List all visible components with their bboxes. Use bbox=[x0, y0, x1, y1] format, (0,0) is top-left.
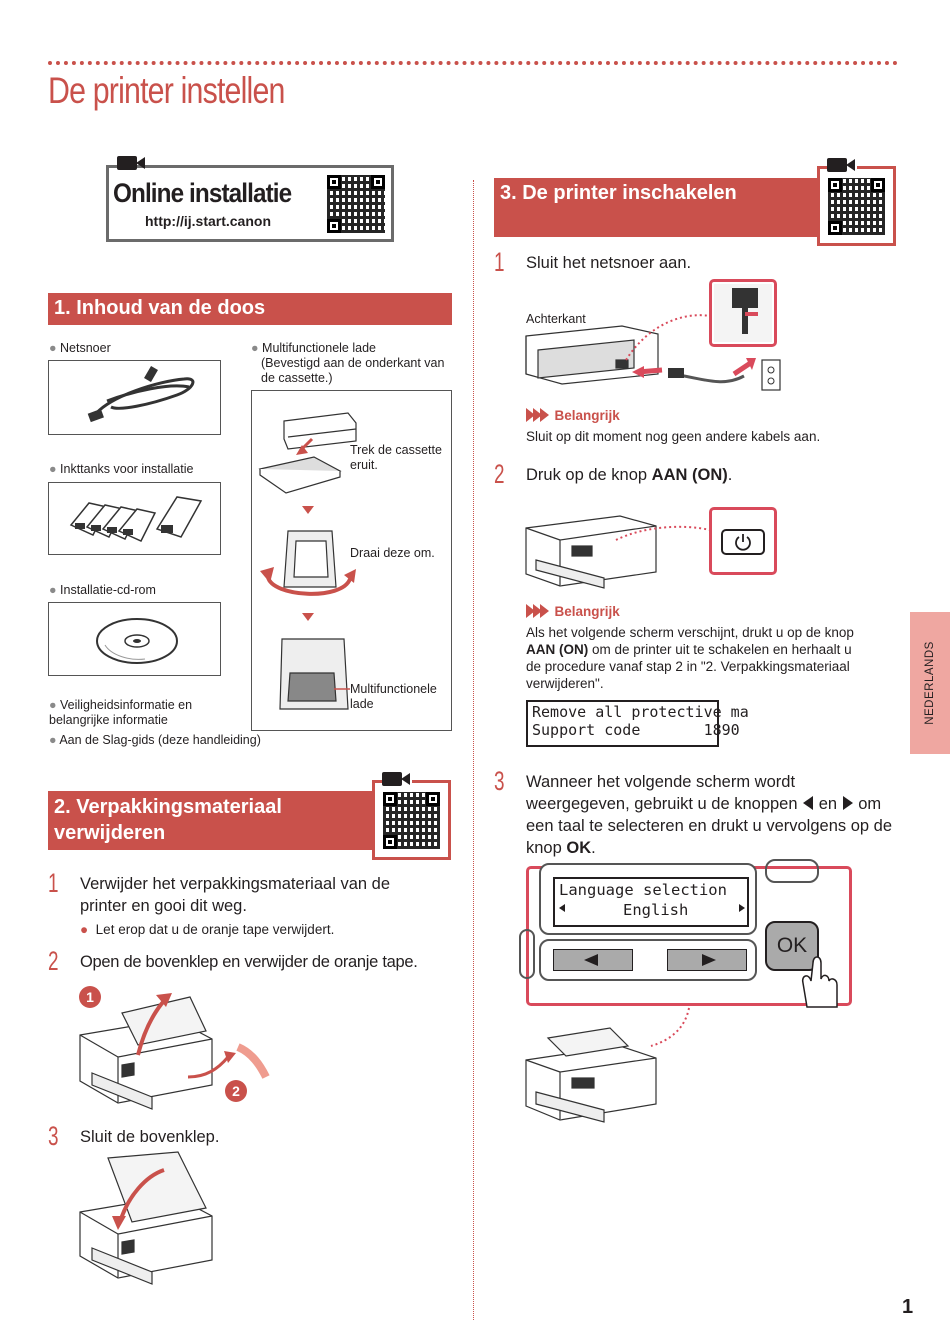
item-lade-note: (Bevestigd aan de onderkant van de casse… bbox=[261, 356, 445, 385]
panel-lcd-frame bbox=[539, 863, 757, 935]
online-install-title: Online installatie bbox=[113, 178, 292, 208]
online-install-box bbox=[106, 165, 394, 242]
power-cord-connect-illustration bbox=[522, 278, 786, 398]
cassette-draai-label: Draai deze om. bbox=[350, 546, 435, 560]
power-cord-illustration bbox=[87, 365, 195, 423]
callout-1: 1 bbox=[86, 989, 94, 1005]
page-title: De printer instellen bbox=[48, 70, 285, 111]
open-cover-illustration: 1 2 bbox=[78, 985, 278, 1110]
close-cover-illustration bbox=[78, 1151, 218, 1287]
video-camera-icon bbox=[382, 770, 412, 788]
cd-icon bbox=[96, 618, 178, 664]
power-button[interactable] bbox=[721, 529, 765, 555]
section-3-step-3-number: 3 bbox=[494, 766, 505, 796]
item-lade: ● Multifunctionele lade bbox=[251, 341, 376, 355]
left-arrow-icon bbox=[803, 796, 814, 810]
netsnoer-image-box bbox=[48, 360, 221, 435]
section-1-title: 1. Inhoud van de doos bbox=[54, 297, 266, 319]
cassette-steps-box bbox=[251, 390, 452, 731]
cassette-multi-label: Multifunctionele lade bbox=[350, 682, 437, 711]
important-text-2: Als het volgende scherm verschijnt, druk… bbox=[526, 625, 854, 691]
top-button-edge bbox=[765, 859, 819, 883]
section-3-step-3-text: Wanneer het volgende scherm wordt weerge… bbox=[526, 773, 892, 857]
online-install-url[interactable]: http://ij.start.canon bbox=[145, 213, 271, 229]
section-3-step-2-number: 2 bbox=[494, 459, 505, 489]
section-3-step-1-text: Sluit het netsnoer aan. bbox=[526, 254, 692, 272]
ok-label: OK bbox=[776, 934, 808, 957]
section-2-step-1-text: Verwijder het verpakkingsmateriaal van d… bbox=[80, 875, 390, 915]
top-dotted-rule bbox=[48, 61, 898, 65]
item-inkttanks: ● Inkttanks voor installatie bbox=[49, 462, 194, 476]
item-cdrom: ● Installatie-cd-rom bbox=[49, 583, 156, 597]
left-frame-edge bbox=[519, 929, 535, 979]
power-button-zoom bbox=[709, 507, 777, 575]
printer-front-illustration bbox=[524, 500, 714, 590]
section-2-step-2-text: Open de bovenklep en verwijder de oranje… bbox=[80, 953, 418, 971]
important-label-1: Belangrijk bbox=[526, 408, 620, 423]
section-2-step-3-text: Sluit de bovenklep. bbox=[80, 1128, 220, 1146]
video-camera-icon bbox=[827, 156, 857, 174]
qr-code-online[interactable] bbox=[327, 175, 385, 233]
rear-port-zoom bbox=[709, 279, 777, 347]
section-2-step-1-number: 1 bbox=[48, 868, 59, 898]
left-button[interactable] bbox=[553, 949, 633, 971]
language-side-tab: NEDERLANDS bbox=[910, 612, 950, 754]
section-2-step-2-number: 2 bbox=[48, 946, 59, 976]
section-2-step-1-sub: ● Let erop dat u de oranje tape verwijde… bbox=[80, 922, 335, 937]
page-number: 1 bbox=[902, 1296, 914, 1318]
section-3-title: 3. De printer inschakelen bbox=[500, 182, 737, 204]
qr-code-section-3[interactable] bbox=[828, 178, 885, 235]
left-arrow-icon bbox=[584, 954, 598, 966]
cassette-trek-label: Trek de cassette eruit. bbox=[350, 443, 442, 472]
ink-tanks-image-box bbox=[48, 482, 221, 555]
section-3-header: 3. De printer inschakelen bbox=[494, 178, 819, 237]
important-text-1: Sluit op dit moment nog geen andere kabe… bbox=[526, 429, 821, 444]
right-arrow-icon bbox=[842, 796, 853, 810]
cdrom-image-box bbox=[48, 602, 221, 676]
column-divider bbox=[473, 180, 474, 1320]
section-3-step-2-text: Druk op de knop AAN (ON). bbox=[526, 466, 733, 484]
printer-panel-illustration bbox=[524, 1026, 660, 1126]
leader-dotted-line bbox=[650, 1007, 691, 1048]
pressing-finger-icon bbox=[801, 956, 838, 1008]
section-3-step-1-number: 1 bbox=[494, 247, 505, 277]
item-netsnoer: ● Netsnoer bbox=[49, 341, 111, 355]
ok-button[interactable]: OK bbox=[765, 921, 819, 971]
qr-code-section-2[interactable] bbox=[383, 792, 440, 849]
item-slag: ● Aan de Slag-gids (deze handleiding) bbox=[49, 733, 261, 747]
video-camera-icon bbox=[117, 154, 145, 172]
achterkant-label: Achterkant bbox=[526, 312, 586, 326]
power-icon bbox=[735, 534, 751, 551]
section-2-title-line1: 2. Verpakkingsmateriaal bbox=[54, 796, 282, 818]
callout-2: 2 bbox=[232, 1083, 240, 1099]
right-button[interactable] bbox=[667, 949, 747, 971]
section-2-header: 2. Verpakkingsmateriaal verwijderen bbox=[48, 791, 373, 850]
cassette-illustration bbox=[258, 412, 357, 710]
item-veiligheid: ● Veiligheidsinformatie en belangrijke i… bbox=[49, 698, 193, 727]
right-arrow-icon bbox=[702, 954, 716, 966]
ink-tanks-illustration bbox=[69, 496, 203, 542]
section-2-title-line2: verwijderen bbox=[54, 822, 166, 844]
section-1-header: 1. Inhoud van de doos bbox=[48, 293, 452, 325]
important-label-2: Belangrijk bbox=[526, 604, 620, 619]
section-2-step-3-number: 3 bbox=[48, 1121, 59, 1151]
